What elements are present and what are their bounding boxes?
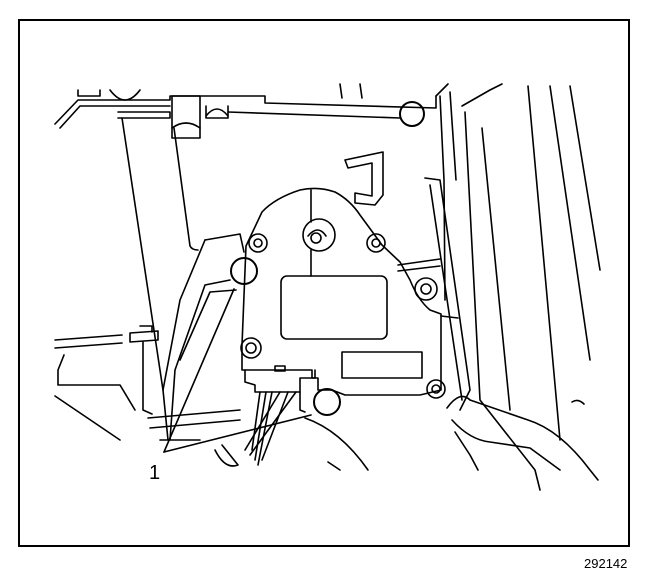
electrical-connector [214, 365, 316, 467]
grommet-left [230, 257, 258, 285]
left-bracket [54, 233, 369, 471]
actuator-body [240, 187, 446, 399]
grommet-bottom [313, 388, 341, 416]
background-housing [54, 83, 601, 491]
callout-label: 1 [149, 462, 161, 484]
callout-leader-lines [163, 288, 312, 453]
illustration-frame [18, 19, 630, 547]
grommet-fasteners [230, 101, 425, 416]
grommet-top [399, 101, 425, 127]
figure-number: 292142 [584, 556, 628, 571]
